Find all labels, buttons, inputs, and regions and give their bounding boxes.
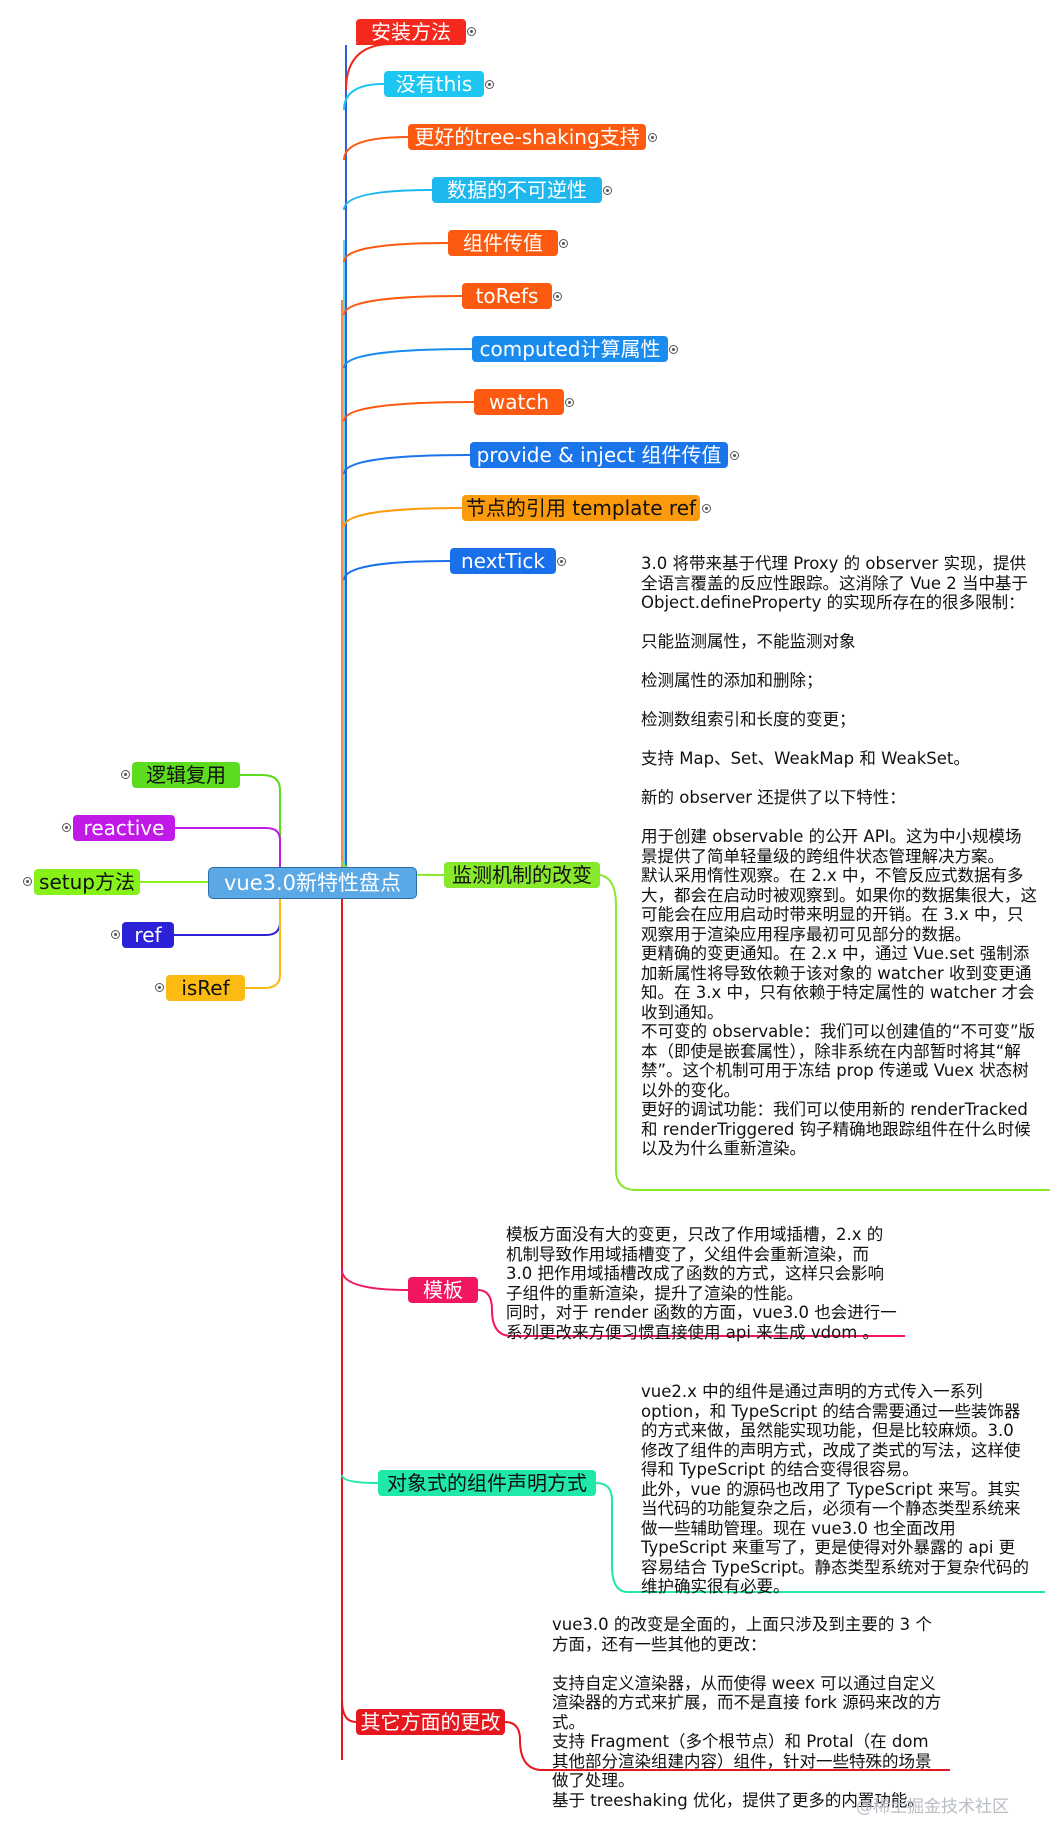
note-paragraph: 只能监测属性，不能监测对象 [641,632,856,651]
expand-setup-icon[interactable] [23,877,32,886]
note-paragraph: 支持 Map、Set、WeakMap 和 WeakSet。 [641,749,970,768]
note-paragraph: 支持 Fragment（多个根节点）和 Protal（在 dom 其他部分渲染组… [552,1732,932,1790]
note-paragraph: 检测数组索引和长度的变更； [641,710,856,729]
watermark: @稀土掘金技术社区 [856,1797,1009,1817]
note-paragraph [641,613,1037,633]
topic-reactive[interactable]: reactive [73,815,175,841]
note-paragraph: 不可变的 observable：我们可以创建值的“不可变”版本（即使是嵌套属性）… [641,1022,1036,1100]
topic-ref[interactable]: ref [122,922,174,948]
note-paragraph: 模板方面没有大的变更，只改了作用域插槽，2.x 的机制导致作用域插槽变了，父组件… [506,1225,884,1303]
note-paragraph [641,769,1037,789]
topic-other-changes[interactable]: 其它方面的更改 [356,1709,505,1735]
topic-nexttick[interactable]: nextTick [450,548,556,574]
topic-logic-reuse[interactable]: 逻辑复用 [132,762,240,788]
note-paragraph [641,691,1037,711]
note-paragraph: vue3.0 的改变是全面的，上面只涉及到主要的 3 个方面，还有一些其他的更改… [552,1615,932,1654]
note-paragraph: 支持自定义渲染器，从而使得 weex 可以通过自定义渲染器的方式来扩展，而不是直… [552,1673,942,1732]
expand-isref-icon[interactable] [155,983,164,992]
topic-component-props[interactable]: 组件传值 [448,230,558,256]
expand-nexttick-icon[interactable] [557,557,566,566]
expand-watch-icon[interactable] [565,398,574,407]
topic-template-ref[interactable]: 节点的引用 template ref [462,495,700,521]
note-paragraph: 3.0 将带来基于代理 Proxy 的 observer 实现，提供全语言覆盖的… [641,554,1029,612]
note-paragraph: 此外，vue 的源码也改用了 TypeScript 来写。其实当代码的功能复杂之… [641,1479,1029,1597]
note-paragraph: 检测属性的添加和删除； [641,671,823,690]
expand-template-ref-icon[interactable] [702,504,711,513]
note-paragraph: 新的 observer 还提供了以下特性： [641,788,906,807]
note-template: 模板方面没有大的变更，只改了作用域插槽，2.x 的机制导致作用域插槽变了，父组件… [506,1225,898,1342]
note-paragraph: 默认采用惰性观察。在 2.x 中，不管反应式数据有多大，都会在启动时被观察到。如… [641,866,1037,944]
topic-provide-inject[interactable]: provide & inject 组件传值 [470,442,728,468]
note-paragraph: 用于创建 observable 的公开 API。这为中小规模场景提供了简单轻量级… [641,827,1022,866]
topic-install-method[interactable]: 安装方法 [356,19,466,45]
topic-no-this[interactable]: 没有this [384,71,484,97]
note-paragraph [641,652,1037,672]
topic-tree-shaking[interactable]: 更好的tree-shaking支持 [408,124,646,150]
note-paragraph [641,730,1037,750]
note-paragraph: 更好的调试功能：我们可以使用新的 renderTracked 和 renderT… [641,1100,1031,1158]
expand-tree-shaking-icon[interactable] [648,133,657,142]
expand-logic-reuse-icon[interactable] [121,770,130,779]
expand-computed-icon[interactable] [669,345,678,354]
topic-object-style-declaration[interactable]: 对象式的组件声明方式 [378,1470,596,1496]
expand-no-this-icon[interactable] [485,80,494,89]
expand-component-props-icon[interactable] [559,239,568,248]
note-paragraph: vue2.x 中的组件是通过声明的方式传入一系列 option，和 TypeSc… [641,1382,1021,1479]
note-monitoring-change: 3.0 将带来基于代理 Proxy 的 observer 实现，提供全语言覆盖的… [641,554,1037,1159]
topic-watch[interactable]: watch [474,389,564,415]
note-paragraph [552,1654,944,1674]
expand-install-method-icon[interactable] [467,27,476,36]
note-paragraph: 基于 treeshaking 优化，提供了更多的内置功能。 [552,1790,924,1810]
topic-torefs[interactable]: toRefs [462,283,552,309]
topic-isref[interactable]: isRef [166,975,245,1001]
expand-ref-icon[interactable] [111,930,120,939]
expand-provide-inject-icon[interactable] [730,451,739,460]
note-paragraph: 更精确的变更通知。在 2.x 中，通过 Vue.set 强制添加新属性将导致依赖… [641,944,1035,1022]
topic-setup[interactable]: setup方法 [34,869,140,895]
expand-torefs-icon[interactable] [553,292,562,301]
topic-template[interactable]: 模板 [408,1277,478,1303]
expand-reactive-icon[interactable] [62,823,71,832]
central-topic[interactable]: vue3.0新特性盘点 [208,867,417,899]
topic-computed[interactable]: computed计算属性 [472,336,668,362]
topic-monitoring-change[interactable]: 监测机制的改变 [444,862,600,888]
topic-immutable-data[interactable]: 数据的不可逆性 [432,177,602,203]
note-paragraph [641,808,1037,828]
note-object-style-declaration: vue2.x 中的组件是通过声明的方式传入一系列 option，和 TypeSc… [641,1382,1031,1597]
expand-immutable-data-icon[interactable] [603,186,612,195]
note-other-changes: vue3.0 的改变是全面的，上面只涉及到主要的 3 个方面，还有一些其他的更改… [552,1615,944,1810]
note-paragraph: 同时，对于 render 函数的方面，vue3.0 也会进行一系列更改来方便习惯… [506,1303,897,1342]
